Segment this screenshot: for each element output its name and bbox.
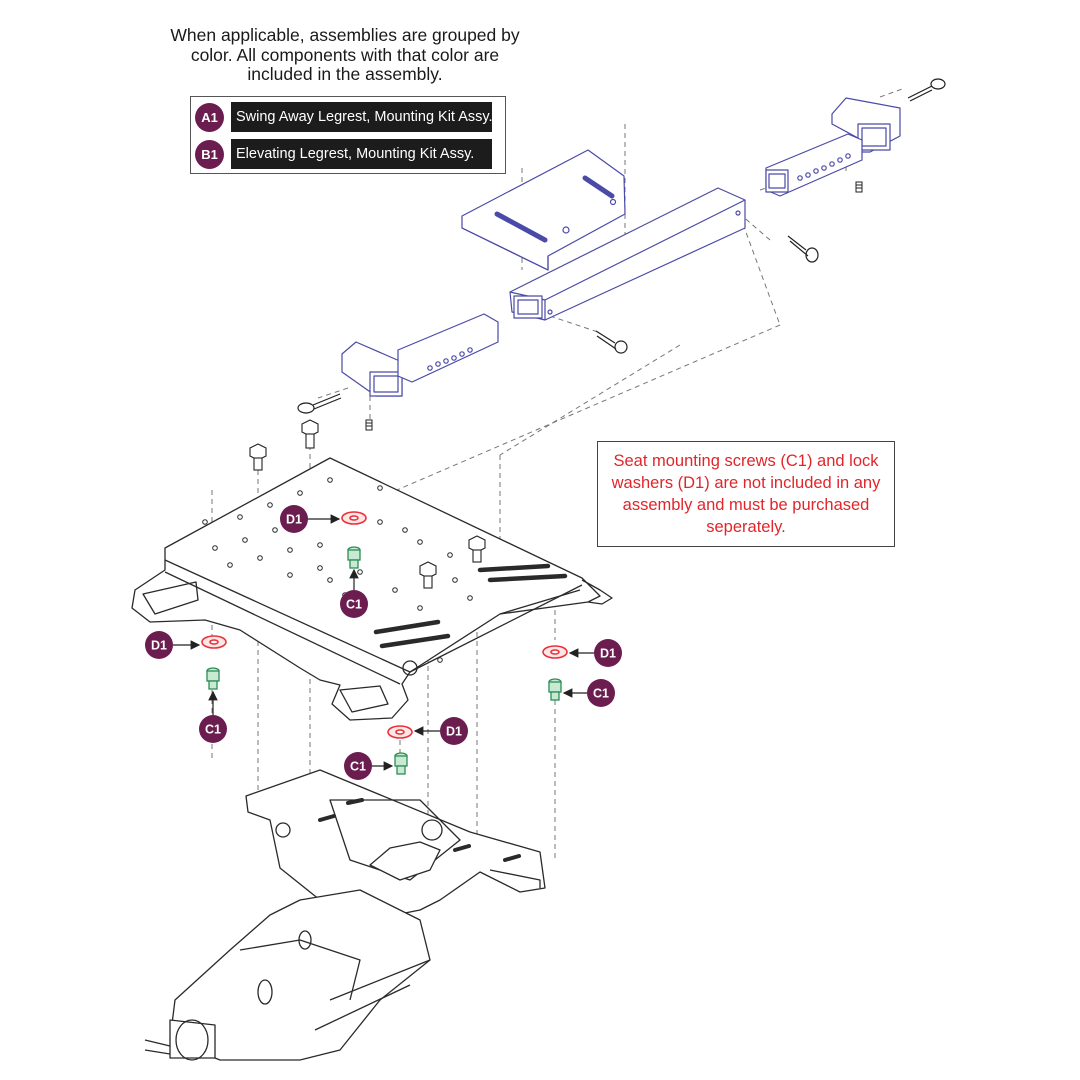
legrest-mount-assembly <box>341 97 901 397</box>
svg-text:C1: C1 <box>350 760 366 774</box>
set-screws <box>365 181 863 431</box>
legend-badge-a1: A1 <box>195 102 224 132</box>
svg-text:D1: D1 <box>151 639 167 653</box>
svg-text:D1: D1 <box>600 647 616 661</box>
seat-screws <box>206 546 562 775</box>
callout-d1-right: D1 <box>594 639 622 667</box>
disclaimer-text: Seat mounting screws (C1) and lock washe… <box>611 452 881 536</box>
lock-washers <box>201 511 568 739</box>
svg-text:C1: C1 <box>346 598 362 612</box>
callout-c1-upper: C1 <box>340 590 368 618</box>
callout-c1-lower: C1 <box>344 752 372 780</box>
header-note: When applicable, assemblies are grouped … <box>170 25 520 84</box>
svg-text:C1: C1 <box>205 723 221 737</box>
seat-mounting-plate <box>131 457 613 721</box>
assembly-legend: A1 Swing Away Legrest, Mounting Kit Assy… <box>190 96 506 174</box>
base-frame <box>144 769 546 1061</box>
legend-row-a1: A1 Swing Away Legrest, Mounting Kit Assy… <box>195 102 493 132</box>
legend-row-b1: B1 Elevating Legrest, Mounting Kit Assy. <box>195 139 492 169</box>
legend-label-b1: Elevating Legrest, Mounting Kit Assy. <box>231 139 492 169</box>
svg-text:D1: D1 <box>286 513 302 527</box>
callout-c1-left: C1 <box>199 715 227 743</box>
svg-text:D1: D1 <box>446 725 462 739</box>
legend-badge-b1: B1 <box>195 139 224 169</box>
disclaimer-box: Seat mounting screws (C1) and lock washe… <box>597 441 895 547</box>
callout-c1-right: C1 <box>587 679 615 707</box>
svg-text:C1: C1 <box>593 687 609 701</box>
callout-d1-left: D1 <box>145 631 173 659</box>
callout-d1-lower: D1 <box>440 717 468 745</box>
hex-bolts <box>249 419 486 589</box>
legend-label-a1: Swing Away Legrest, Mounting Kit Assy. <box>231 102 493 132</box>
callout-arrows <box>173 514 594 771</box>
clevis-pins <box>297 78 946 414</box>
callout-d1-upper: D1 <box>280 505 308 533</box>
